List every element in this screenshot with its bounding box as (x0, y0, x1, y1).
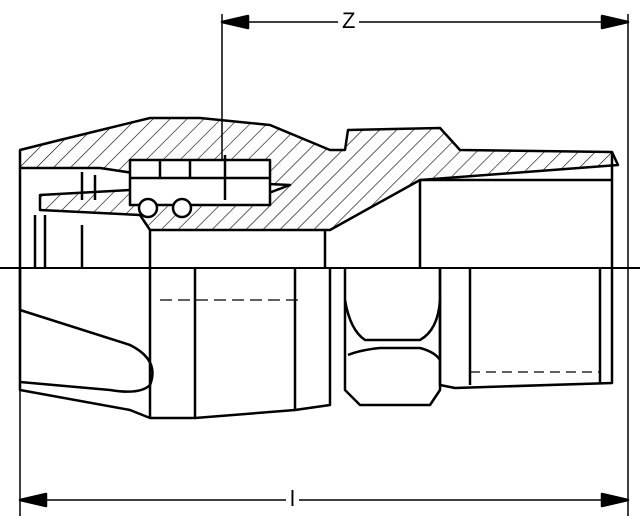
hatched-section (18, 116, 620, 232)
dimension-z-label: Z (338, 10, 360, 32)
dimension-l-label: l (286, 488, 299, 510)
